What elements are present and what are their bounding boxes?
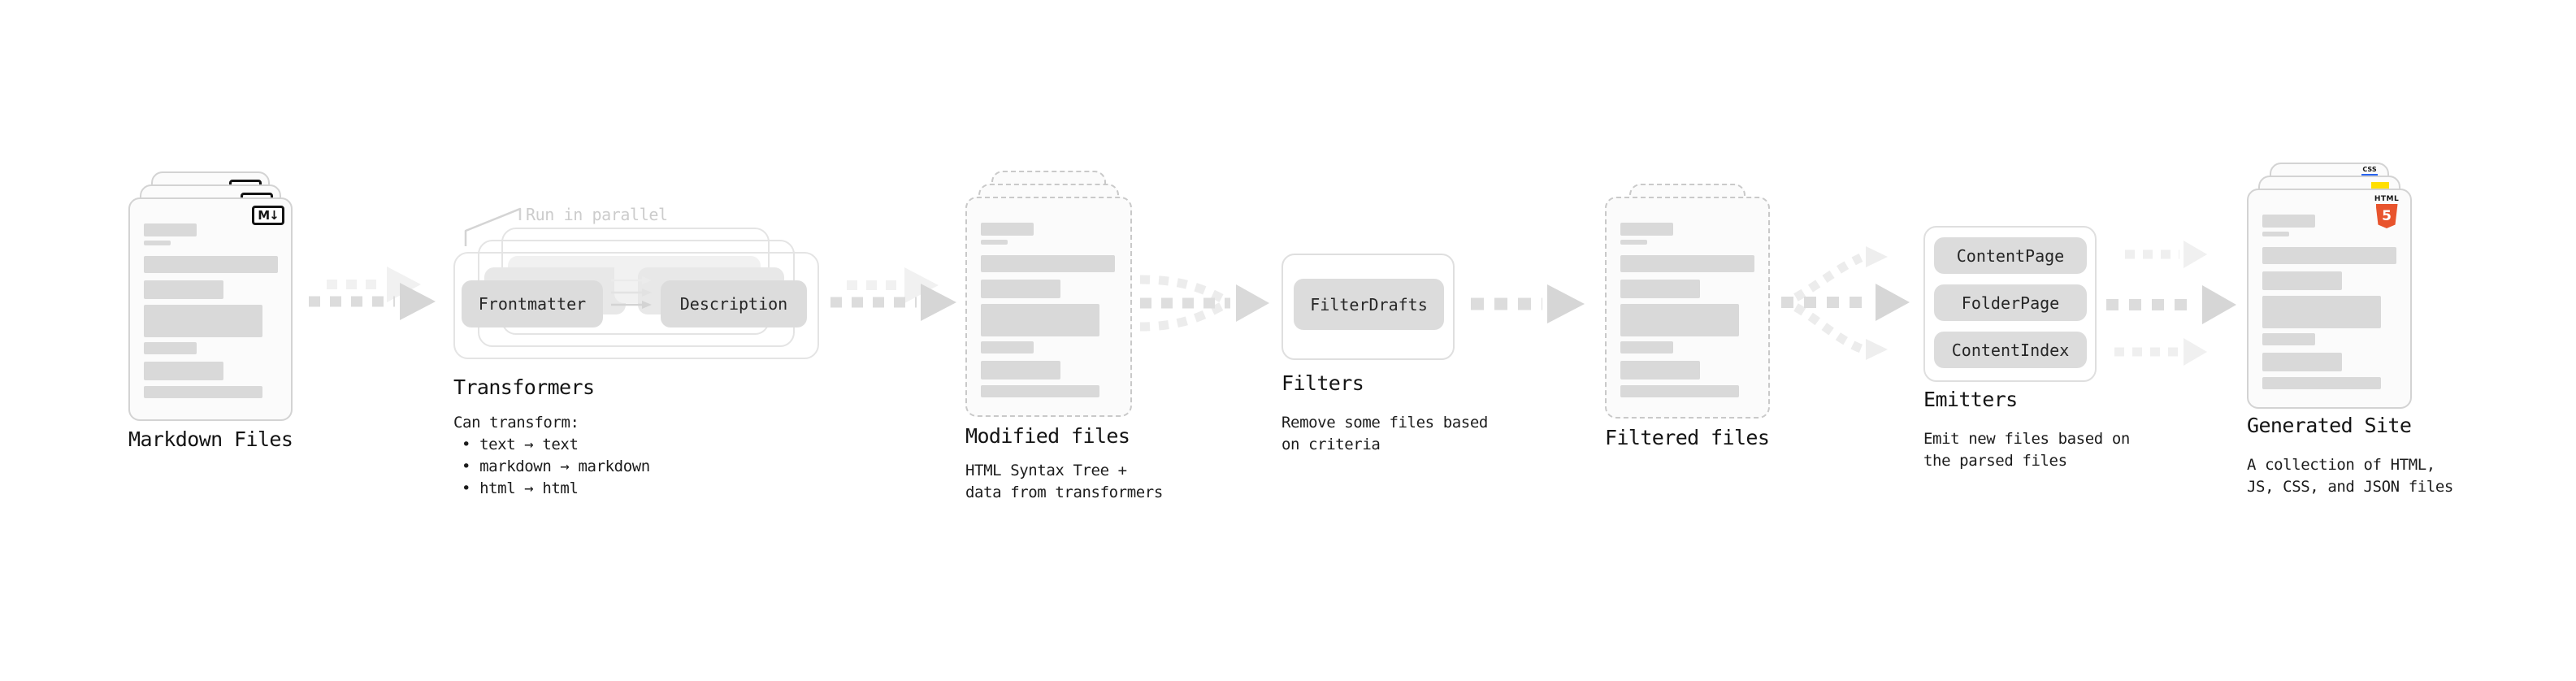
- content-line: [981, 341, 1034, 354]
- content-line: [981, 385, 1099, 397]
- content-line: [1620, 280, 1700, 298]
- content-line: [144, 362, 223, 380]
- stage-description: Can transform: • text → text • markdown …: [453, 412, 650, 500]
- file-card-front: HTML 5: [2247, 189, 2412, 409]
- filter-chip-filterdrafts: FilterDrafts: [1294, 279, 1444, 330]
- content-line: [144, 342, 197, 354]
- content-line: [981, 280, 1060, 298]
- content-line: [2262, 271, 2342, 290]
- description-line: A collection of HTML,: [2247, 456, 2435, 474]
- content-line: [144, 280, 223, 299]
- transformer-chip-frontmatter: Frontmatter: [462, 280, 603, 327]
- description-line: Can transform:: [453, 414, 579, 432]
- filters-panel: [1281, 254, 1455, 360]
- stage-modified-files: Modified files HTML Syntax Tree + data f…: [965, 171, 1177, 512]
- html5-badge: HTML 5: [2373, 195, 2400, 228]
- file-card-front: [965, 197, 1132, 417]
- html5-badge-label: HTML: [2374, 195, 2400, 203]
- description-line: Emit new files based on: [1923, 430, 2130, 448]
- content-line: [2262, 333, 2315, 345]
- css-badge-label: CSS: [2362, 166, 2377, 173]
- stage-transformers: Run in parallel Frontmatter Description …: [453, 205, 827, 505]
- stage-description: Remove some files based on criteria: [1281, 412, 1488, 456]
- emitter-chip-folderpage: FolderPage: [1934, 284, 2087, 321]
- content-line: [981, 223, 1034, 236]
- stage-label: Transformers: [453, 375, 595, 399]
- description-line: Remove some files based: [1281, 414, 1488, 432]
- content-line: [1620, 255, 1754, 272]
- stage-markdown-files: M↓ M↓ M↓ Markdown Files: [128, 171, 340, 464]
- emitters-panel: [1923, 226, 2097, 382]
- content-line: [981, 304, 1099, 336]
- run-in-parallel-note: Run in parallel: [526, 205, 668, 224]
- content-line: [2262, 296, 2381, 328]
- content-line: [144, 305, 262, 337]
- content-line: [2262, 247, 2396, 264]
- stage-description: HTML Syntax Tree + data from transformer…: [965, 460, 1163, 504]
- content-line: [981, 361, 1060, 380]
- content-line: [1620, 341, 1673, 354]
- content-line: [1620, 385, 1739, 397]
- stage-filters: FilterDrafts Filters Remove some files b…: [1281, 254, 1525, 481]
- stage-description: Emit new files based on the parsed files: [1923, 428, 2130, 472]
- file-card-front: [1605, 197, 1770, 419]
- content-line: [144, 256, 278, 273]
- transformer-chip-description: Description: [661, 280, 807, 327]
- description-line: HTML Syntax Tree +: [965, 462, 1127, 479]
- content-line: [2262, 377, 2381, 389]
- content-line: [1620, 240, 1647, 245]
- content-line: [981, 255, 1115, 272]
- stage-label: Emitters: [1923, 388, 2018, 411]
- description-line: • markdown → markdown: [462, 458, 650, 475]
- content-line: [1620, 304, 1739, 336]
- file-card-front: M↓: [128, 197, 293, 421]
- stage-label: Modified files: [965, 424, 1130, 448]
- stage-generated-site: CSS HTML 5 Generated Site A collection o…: [2247, 163, 2474, 504]
- stage-label: Filtered files: [1605, 426, 1770, 449]
- description-line: • text → text: [462, 436, 579, 453]
- description-line: data from transformers: [965, 484, 1163, 501]
- stage-label: Filters: [1281, 371, 1364, 395]
- markdown-badge: M↓: [252, 206, 284, 225]
- stage-description: A collection of HTML, JS, CSS, and JSON …: [2247, 454, 2453, 498]
- stage-label: Markdown Files: [128, 427, 293, 451]
- description-line: • html → html: [462, 479, 579, 497]
- content-line: [144, 241, 171, 245]
- content-line: [144, 223, 197, 236]
- arrow-transformers-to-modified: [830, 267, 956, 321]
- description-line: the parsed files: [1923, 452, 2067, 470]
- description-line: JS, CSS, and JSON files: [2247, 478, 2453, 496]
- content-line: [1620, 223, 1673, 236]
- content-line: [2262, 353, 2342, 371]
- parallel-lane-front: [453, 252, 819, 359]
- emitter-chip-contentpage: ContentPage: [1934, 237, 2087, 274]
- stage-filtered-files: Filtered files: [1605, 184, 1816, 476]
- emitter-chip-contentindex: ContentIndex: [1934, 332, 2087, 368]
- content-line: [2262, 232, 2289, 236]
- content-line: [2262, 215, 2315, 228]
- description-line: on criteria: [1281, 436, 1381, 453]
- stage-label: Generated Site: [2247, 414, 2412, 437]
- stage-emitters: ContentPage FolderPage ContentIndex Emit…: [1923, 226, 2167, 486]
- css-badge-underline: [2361, 174, 2378, 176]
- css-badge: CSS: [2361, 167, 2378, 176]
- content-line: [1620, 361, 1700, 380]
- content-line: [144, 386, 262, 398]
- content-line: [981, 240, 1008, 245]
- html5-shield-icon: 5: [2375, 204, 2398, 228]
